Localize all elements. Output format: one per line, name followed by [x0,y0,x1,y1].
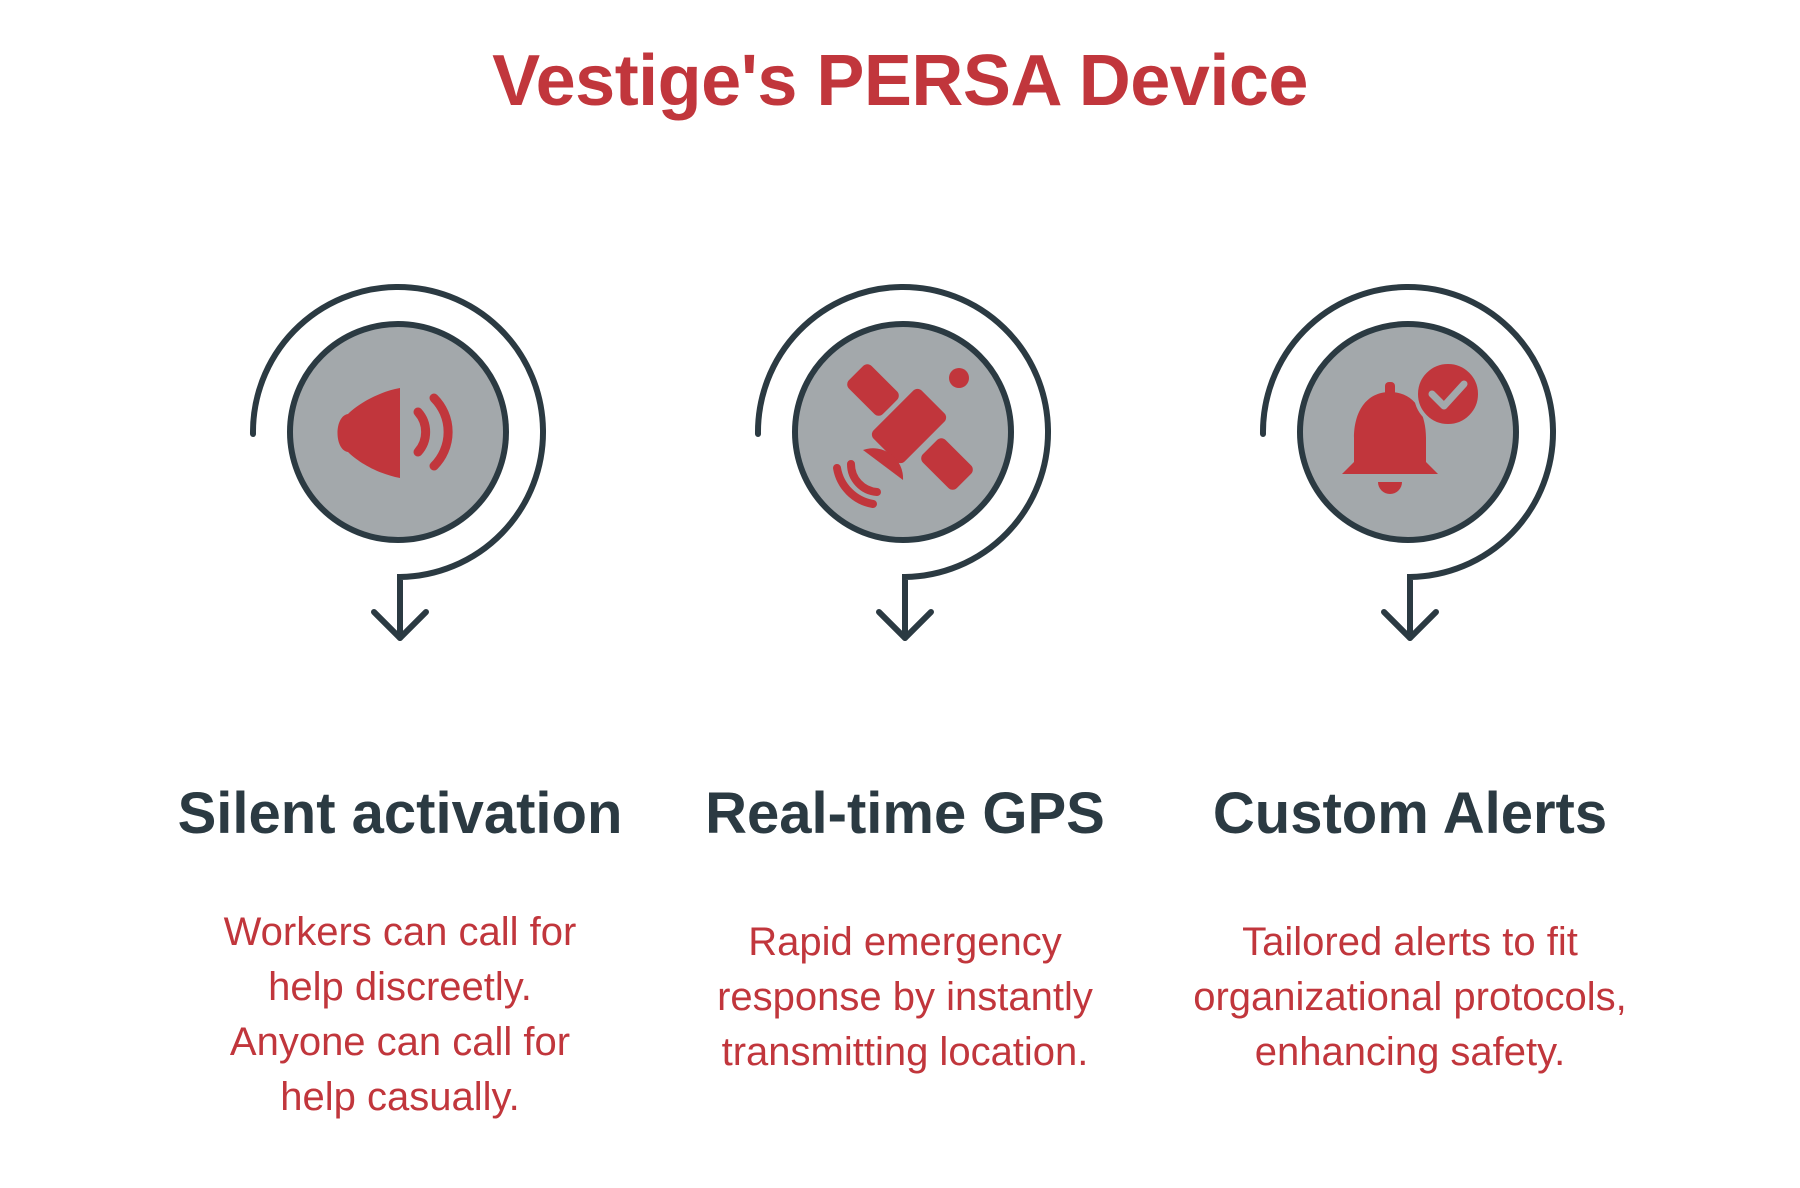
feature-title: Silent activation [177,781,623,846]
description-line: enhancing safety. [1254,1030,1566,1074]
description-line: Anyone can call for [229,1020,571,1064]
description-line: response by instantly [717,975,1093,1019]
down-arrow-icon [1381,609,1439,641]
feature-description: Workers can call for help discreetly. An… [130,905,670,1125]
speaker-icon [337,388,453,478]
description-line: organizational protocols, [1193,975,1627,1019]
feature-real-time-gps: Real-time GPS Rapid emergency response b… [625,0,1185,1188]
description-line: Workers can call for [223,910,577,954]
feature-graphic [249,284,546,641]
description-line: help discreetly. [268,965,532,1009]
feature-title: Custom Alerts [1212,781,1608,846]
down-arrow-icon [876,609,934,641]
bell-check-icon [1342,360,1482,494]
circular-arrow-ring [1259,284,1556,641]
down-arrow-icon [371,609,429,641]
feature-title: Real-time GPS [705,781,1105,846]
feature-description: Rapid emergency response by instantly tr… [635,915,1175,1080]
feature-description: Tailored alerts to fit organizational pr… [1140,915,1680,1080]
description-line: help casually. [280,1075,520,1119]
description-line: transmitting location. [721,1030,1089,1074]
page-title: Vestige's PERSA Device [492,41,1308,121]
satellite-icon [833,364,973,508]
circular-arrow-ring [754,284,1051,641]
description-line: Rapid emergency [748,920,1062,964]
feature-graphic [754,284,1051,641]
description-line: Tailored alerts to fit [1242,920,1578,964]
feature-custom-alerts: Custom Alerts Tailored alerts to fit org… [1130,0,1690,1188]
feature-silent-activation: Silent activation Workers can call for h… [120,0,680,1188]
feature-graphic [1259,284,1556,641]
circular-arrow-ring [249,284,546,641]
